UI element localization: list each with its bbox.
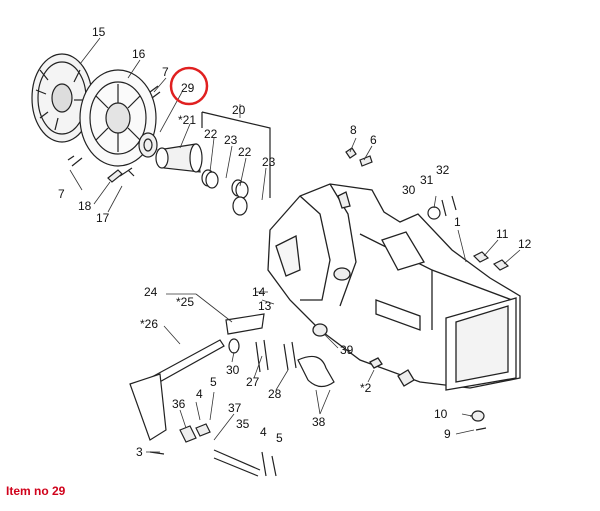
label-29: 29 (181, 81, 195, 95)
label-1: 1 (454, 215, 461, 229)
label-31: 31 (420, 173, 434, 187)
label-18: 18 (78, 199, 92, 213)
label-12: 12 (518, 237, 532, 251)
pressure-plate (79, 69, 157, 167)
label-7b: 7 (58, 187, 65, 201)
label-14: 14 (252, 285, 266, 299)
label-30b: 30 (226, 363, 240, 377)
label-17: 17 (96, 211, 110, 225)
label-23b: 23 (262, 155, 276, 169)
label-24: 24 (144, 285, 158, 299)
label-22: 22 (204, 127, 218, 141)
label-4: 4 (196, 387, 203, 401)
label-27: 27 (246, 375, 260, 389)
highlight-circle (169, 66, 209, 106)
label-21: *21 (178, 113, 196, 127)
label-36: 36 (172, 397, 186, 411)
transmission-housing (267, 183, 521, 391)
label-5: 5 (210, 375, 217, 389)
label-26: *26 (140, 317, 158, 331)
label-13: 13 (258, 299, 272, 313)
label-28: 28 (268, 387, 282, 401)
release-bearing (138, 132, 158, 158)
label-15: 15 (92, 25, 106, 39)
label-10: 10 (434, 407, 448, 421)
label-16: 16 (132, 47, 146, 61)
item-caption: Item no 29 (6, 484, 66, 498)
label-3: 3 (136, 445, 143, 459)
label-2: *2 (360, 381, 372, 395)
label-4b: 4 (260, 425, 267, 439)
label-9: 9 (444, 427, 451, 441)
label-11: 11 (496, 227, 509, 241)
label-25: *25 (176, 295, 194, 309)
label-39: 39 (340, 343, 354, 357)
label-7: 7 (162, 65, 169, 79)
label-35: 35 (236, 417, 250, 431)
label-37: 37 (228, 401, 242, 415)
exploded-parts-diagram: 15 16 7 29 20 *21 22 23 22 23 7 18 17 8 … (31, 25, 532, 477)
label-8: 8 (350, 123, 357, 137)
label-32: 32 (436, 163, 450, 177)
release-fork (129, 373, 167, 441)
label-5b: 5 (276, 431, 283, 445)
label-30: 30 (402, 183, 416, 197)
label-23: 23 (224, 133, 238, 147)
label-20: 20 (232, 103, 246, 117)
label-22b: 22 (238, 145, 252, 159)
label-6: 6 (370, 133, 377, 147)
label-38: 38 (312, 415, 326, 429)
